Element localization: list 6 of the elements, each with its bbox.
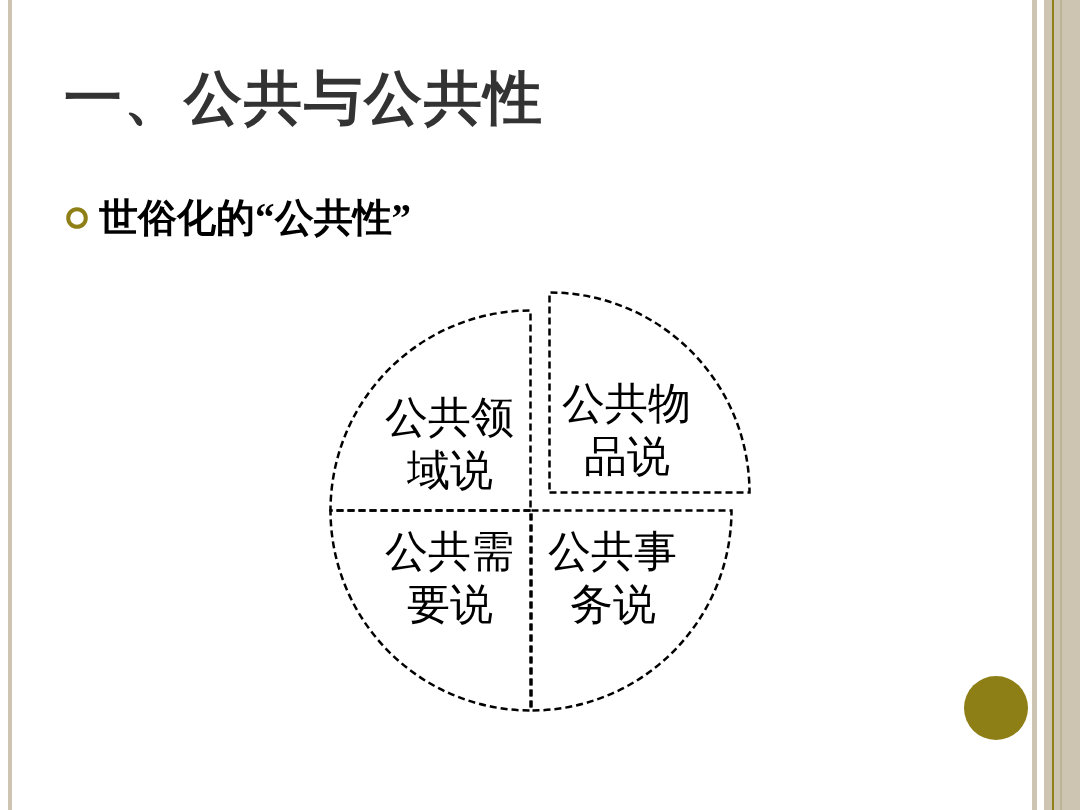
sector-label: 公共领域说: [384, 393, 516, 496]
sector-label: 公共需要说: [384, 527, 516, 630]
sector-label: 公共事务说: [547, 527, 679, 630]
slide-title: 一、公共与公共性: [64, 65, 544, 133]
sector-label: 公共物品说: [561, 379, 693, 482]
bullet-text: 世俗化的“公共性”: [99, 195, 411, 241]
